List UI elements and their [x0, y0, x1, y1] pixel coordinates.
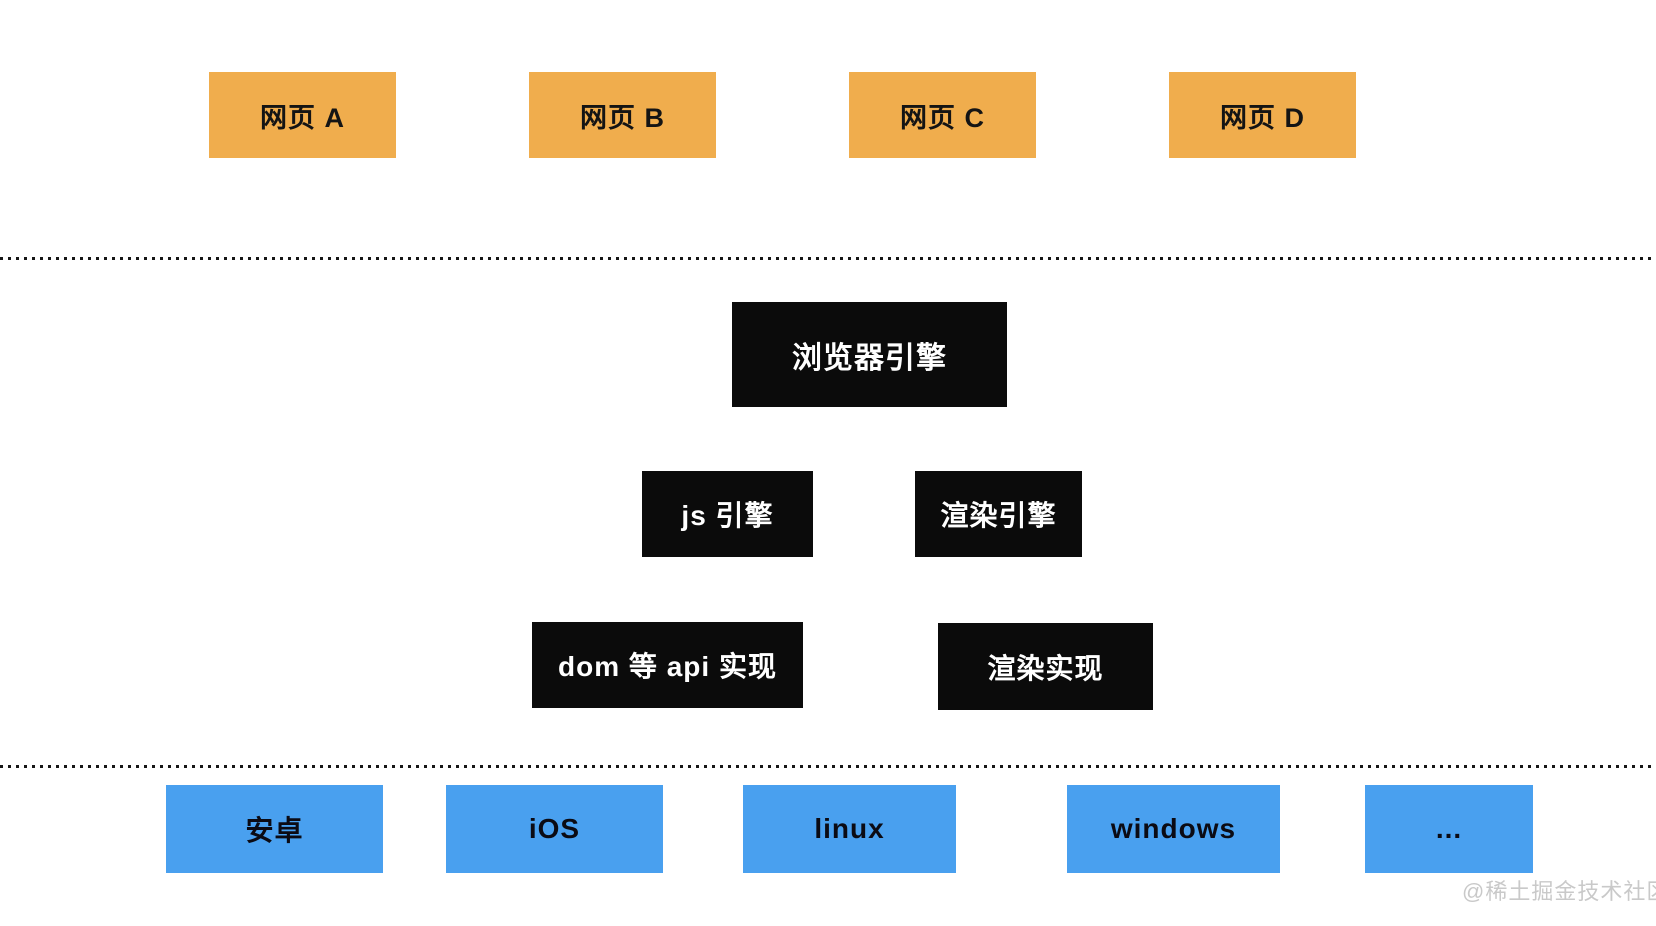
platform-box-linux: linux — [743, 785, 956, 873]
render-impl-box: 渲染实现 — [938, 623, 1153, 710]
dom-api-impl-box: dom 等 api 实现 — [532, 622, 803, 708]
platform-box-ios: iOS — [446, 785, 663, 873]
js-engine-box: js 引擎 — [642, 471, 813, 557]
platform-box-android: 安卓 — [166, 785, 383, 873]
webpage-box-c: 网页 C — [849, 72, 1036, 158]
webpage-box-d: 网页 D — [1169, 72, 1356, 158]
platform-box-ellipsis: ... — [1365, 785, 1533, 873]
webpage-box-b: 网页 B — [529, 72, 716, 158]
dotted-separator-bottom — [0, 765, 1656, 768]
platform-box-windows: windows — [1067, 785, 1280, 873]
browser-engine-box: 浏览器引擎 — [732, 302, 1007, 407]
webpage-box-a: 网页 A — [209, 72, 396, 158]
render-engine-box: 渲染引擎 — [915, 471, 1082, 557]
watermark-text: @稀土掘金技术社区 — [1462, 879, 1656, 904]
dotted-separator-top — [0, 257, 1656, 260]
